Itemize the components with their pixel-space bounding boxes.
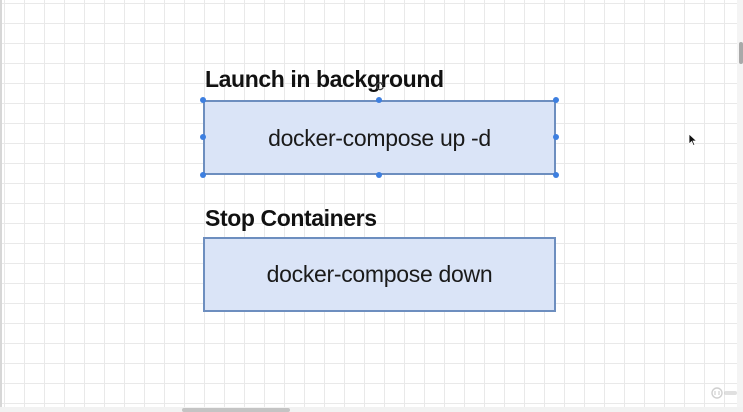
vertical-scrollbar[interactable] bbox=[737, 0, 743, 412]
mouse-cursor-icon bbox=[688, 133, 698, 147]
resize-handle-top-left[interactable] bbox=[200, 97, 206, 103]
resize-handle-top[interactable] bbox=[376, 97, 382, 103]
vertical-scrollbar-thumb[interactable] bbox=[739, 42, 743, 64]
horizontal-scrollbar[interactable] bbox=[0, 407, 743, 412]
canvas-left-border bbox=[0, 0, 2, 412]
horizontal-scrollbar-thumb[interactable] bbox=[182, 408, 290, 412]
resize-handle-bottom-left[interactable] bbox=[200, 172, 206, 178]
command-text: docker-compose down bbox=[266, 261, 493, 287]
resize-handle-left[interactable] bbox=[200, 134, 206, 140]
rotate-icon[interactable] bbox=[375, 81, 385, 91]
heading-launch-in-background[interactable]: Launch in background bbox=[205, 66, 444, 92]
command-box-compose-up[interactable]: docker-compose up -d bbox=[203, 100, 556, 175]
resize-handle-bottom[interactable] bbox=[376, 172, 382, 178]
resize-handle-top-right[interactable] bbox=[553, 97, 559, 103]
command-text: docker-compose up -d bbox=[268, 124, 491, 151]
watermark-logo-icon bbox=[711, 387, 737, 399]
resize-handle-right[interactable] bbox=[553, 134, 559, 140]
command-box-compose-down[interactable]: docker-compose down bbox=[203, 237, 556, 312]
resize-handle-bottom-right[interactable] bbox=[553, 172, 559, 178]
heading-stop-containers[interactable]: Stop Containers bbox=[205, 205, 377, 231]
